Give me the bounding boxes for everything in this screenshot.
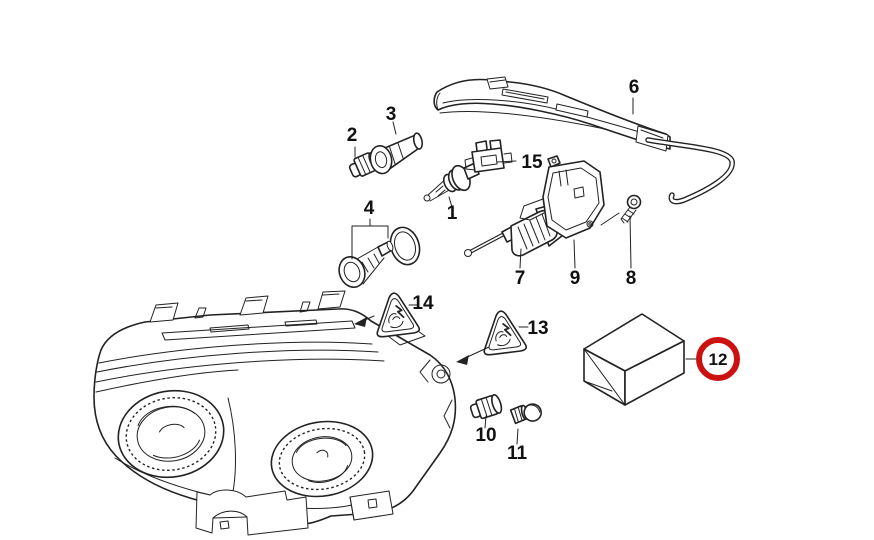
leader-lines [354, 97, 700, 445]
part15-retaining-clip-drawing [464, 139, 513, 173]
callout-7[interactable]: 7 [515, 268, 526, 289]
part9-cover-drawing [519, 155, 605, 239]
highlight-circle-12[interactable]: 12 [696, 337, 740, 381]
high-voltage-hand-icon [495, 323, 512, 347]
callout-4[interactable]: 4 [364, 198, 375, 219]
callout-10[interactable]: 10 [475, 425, 496, 446]
callout-15[interactable]: 15 [521, 152, 543, 173]
arrow-from-triangle-13 [456, 346, 490, 365]
callout-13[interactable]: 13 [527, 318, 548, 339]
arrow-from-triangle-14 [354, 315, 375, 327]
part4-socket-with-seal-drawing [338, 218, 421, 288]
callout-3[interactable]: 3 [386, 104, 397, 125]
warning-triangle-14 [376, 292, 421, 338]
part11-bulb-drawing [509, 403, 542, 425]
rear-bulb-cap [431, 364, 451, 384]
left-projector-lens [117, 389, 225, 479]
callout-12[interactable]: 12 [709, 350, 728, 369]
part12-box-drawing [583, 313, 685, 406]
part6-trim-strip-drawing [433, 76, 735, 205]
warning-triangle-13 [483, 310, 528, 356]
high-voltage-hand-icon [388, 305, 405, 329]
callout-6[interactable]: 6 [629, 77, 640, 98]
headlight-top-slat [161, 320, 356, 341]
part1-halogen-bulb-drawing [423, 162, 482, 202]
part8-screw-drawing [600, 194, 642, 226]
part10-bulb-socket-drawing [469, 394, 503, 420]
callout-2[interactable]: 2 [347, 125, 358, 146]
callout-11[interactable]: 11 [507, 443, 528, 464]
headlight-assembly-drawing [93, 290, 457, 536]
right-projector-lens [270, 420, 374, 498]
part3-bulb-socket-drawing [369, 132, 424, 175]
callout-14[interactable]: 14 [412, 293, 434, 314]
right-foot-bracket [349, 490, 394, 521]
callout-9[interactable]: 9 [570, 268, 581, 289]
callout-8[interactable]: 8 [626, 268, 637, 289]
bottom-bracket [195, 489, 309, 536]
callout-1[interactable]: 1 [447, 203, 458, 224]
